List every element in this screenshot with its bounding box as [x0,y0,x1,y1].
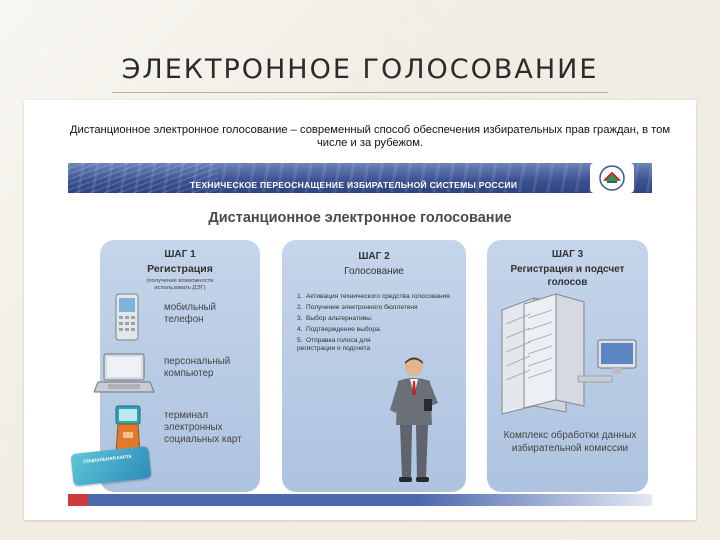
step1-number: ШАГ 1 [164,249,196,260]
device-label-phone: мобильный телефон [164,302,217,325]
list-item: 5.Отправка голоса для регистрации и подс… [297,337,371,352]
device-label-pc: персональный компьютер [164,356,231,379]
server-rack-icon [501,293,637,415]
list-item: 4.Подтверждение выбора. [297,326,382,333]
step1-note: (получение возможности использовать ДЭГ) [146,278,214,291]
step2-number: ШАГ 2 [358,251,390,262]
diagram-title: Дистанционное электронное голосование [208,210,512,226]
step3-name: Регистрация и подсчет голосов [510,264,625,288]
list-item: 2.Получение электронного бюллетеня [297,304,418,311]
device-label-terminal: терминал электронных социальных карт [164,410,242,445]
election-commission-emblem [590,163,634,193]
step3-number: ШАГ 3 [551,249,584,260]
title-underline [112,92,608,93]
step2-name: Голосование [344,266,404,277]
banner: ТЕХНИЧЕСКОЕ ПЕРЕОСНАЩЕНИЕ ИЗБИРАТЕЛЬНОЙ … [68,163,652,193]
step3-caption: Комплекс обработки данных избирательной … [503,430,637,454]
banner-text: ТЕХНИЧЕСКОЕ ПЕРЕОСНАЩЕНИЕ ИЗБИРАТЕЛЬНОЙ … [190,180,518,190]
step2-column [282,240,466,492]
list-item: 3.Выбор альтернативы. [297,315,373,322]
mobile-phone-icon [115,293,139,341]
bottom-decorative-bar [68,494,652,506]
intro-text: Дистанционное электронное голосование – … [69,124,671,149]
slide-title: ЭЛЕКТРОННОЕ ГОЛОСОВАНИЕ [121,54,599,85]
step1-name: Регистрация [147,263,213,275]
laptop-icon [94,353,155,393]
content-panel: Дистанционное электронное голосование – … [24,100,696,520]
step2-list: 1.Активация технического средства голосо… [297,293,457,356]
voter-person-image [390,357,438,482]
list-item: 1.Активация технического средства голосо… [297,293,450,300]
